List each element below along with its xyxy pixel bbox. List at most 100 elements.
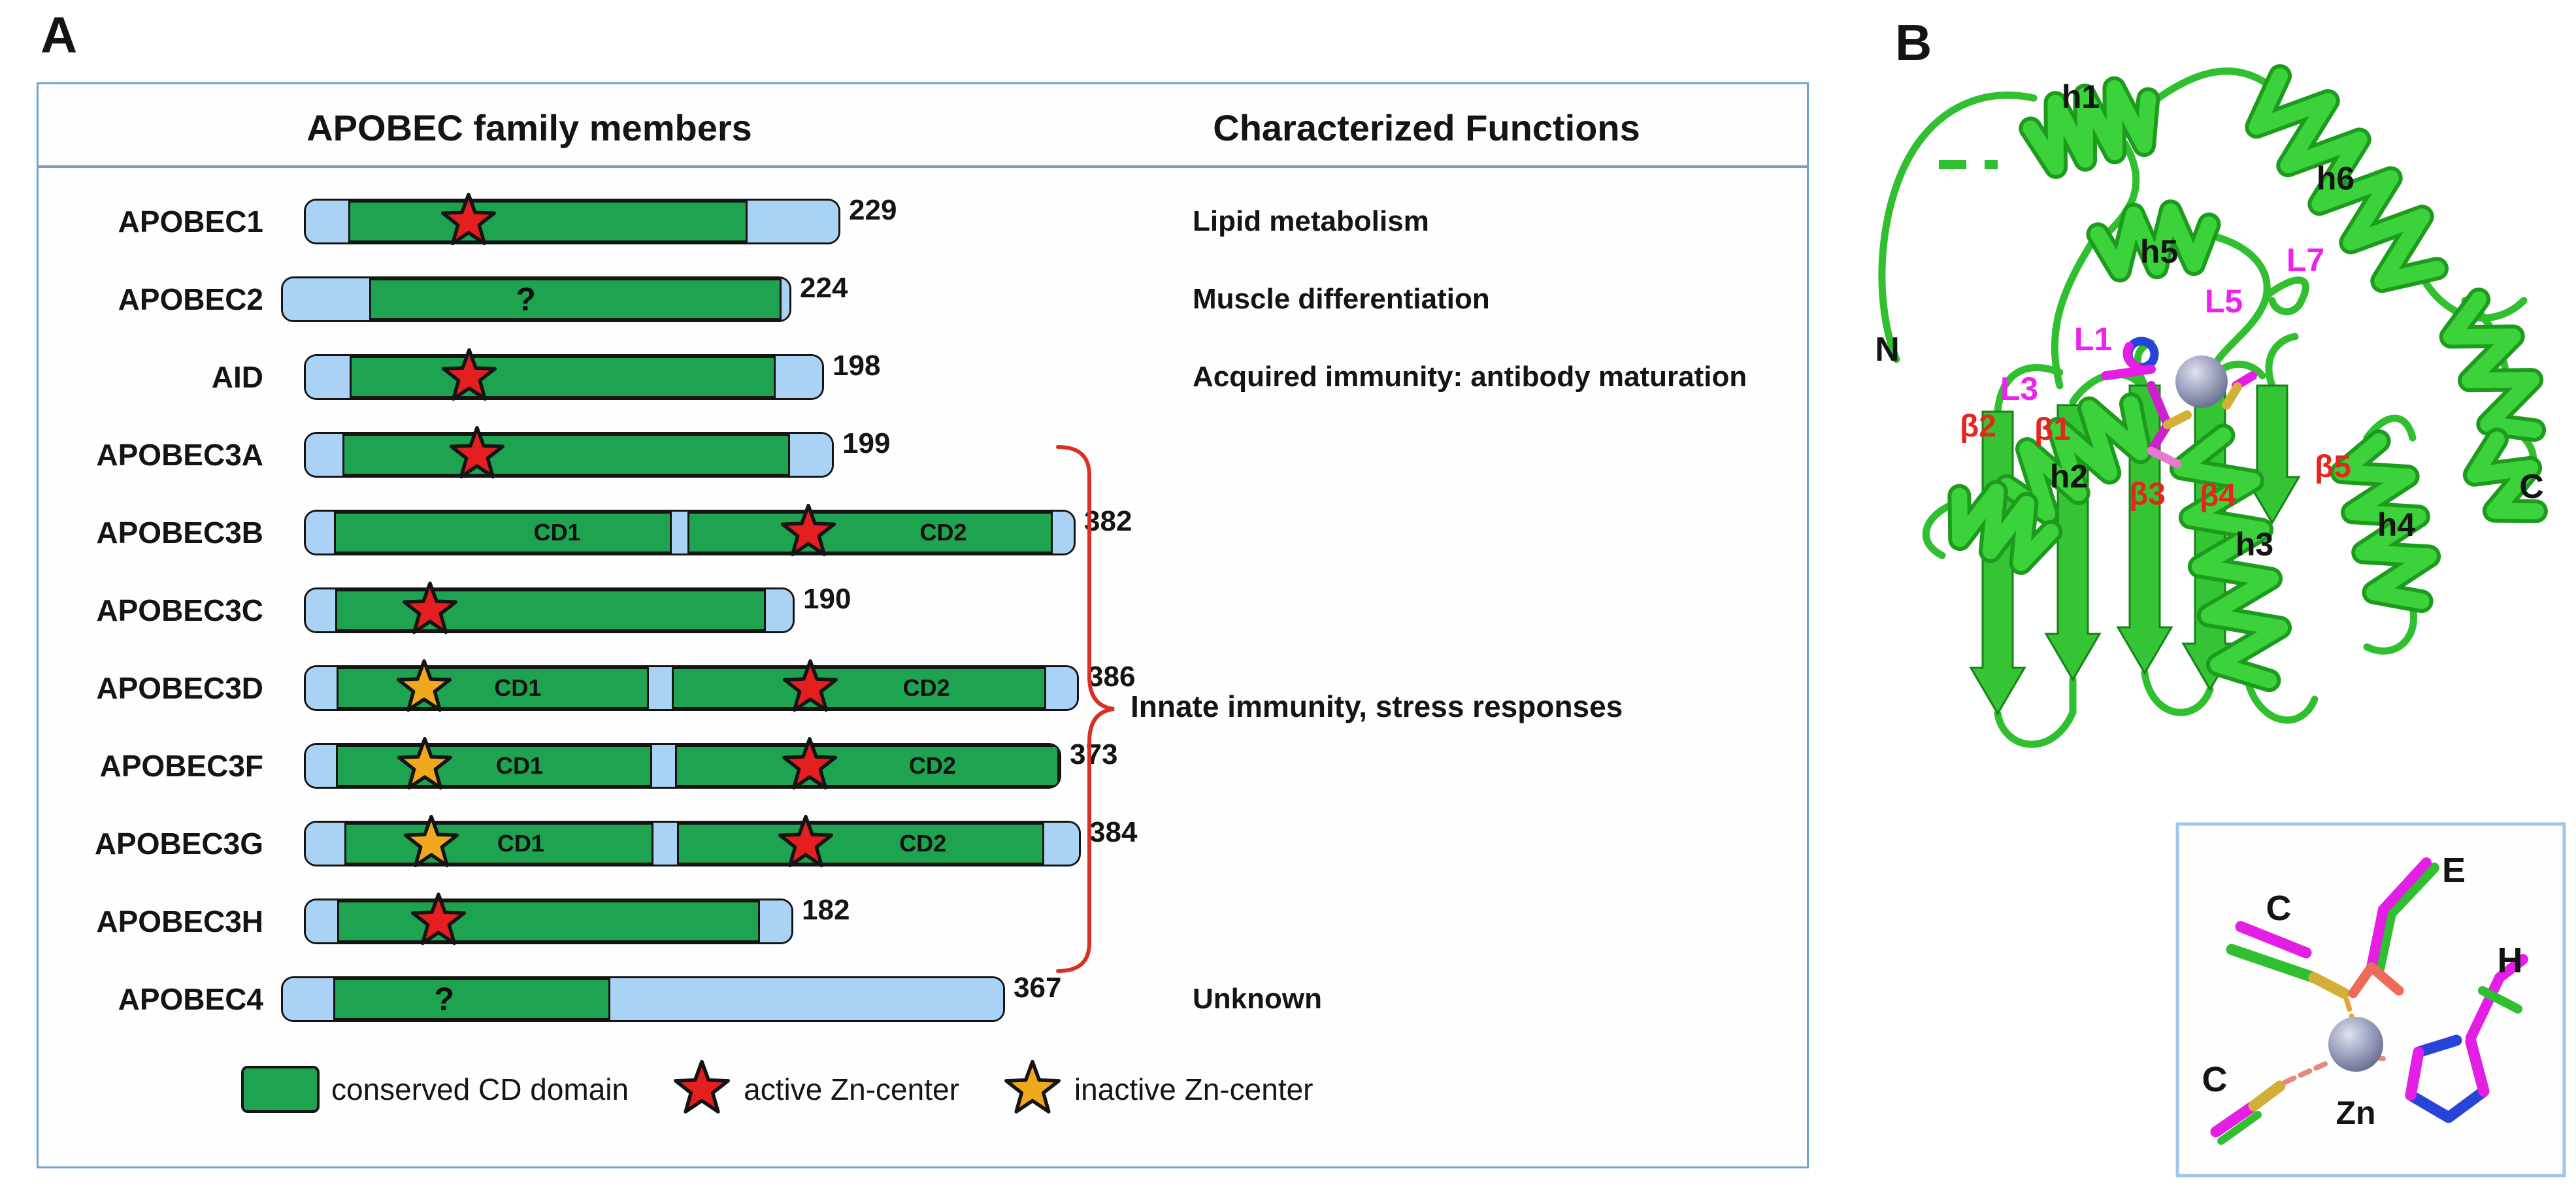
inset-label-cys-top: C: [2266, 889, 2292, 928]
residue-count: 367: [1014, 972, 1062, 1004]
structure-labels: h1 h6 h5 L7 L5 L1 N L3 β2 β1 h2 β3 β4 β5…: [1875, 78, 2544, 563]
residue-count: 198: [833, 350, 881, 382]
linker-segment: [649, 667, 672, 709]
residue-count: 224: [800, 272, 848, 304]
cd-domain-segment: [342, 433, 790, 476]
linker-segment: [672, 511, 687, 553]
residue-count: 386: [1087, 661, 1136, 693]
zn-center-inset: C E H C Zn: [2175, 822, 2566, 1178]
cd-domain-segment: CD1: [337, 667, 650, 709]
domain-bar: CD1 CD2: [306, 659, 1077, 712]
domain-label: CD2: [899, 829, 947, 857]
cd-domain-segment: CD1: [336, 744, 653, 787]
cd-domain-swatch: [241, 1066, 320, 1113]
linker-segment: [306, 355, 350, 398]
apobec-family-table: APOBEC family members Characterized Func…: [37, 82, 1809, 1168]
domain-bar: [306, 892, 791, 945]
residue-count: 199: [842, 427, 891, 459]
linker-segment: [306, 667, 337, 709]
linker-segment: [775, 355, 822, 398]
residue-count: 382: [1084, 505, 1132, 537]
cd-domain-segment: CD1: [334, 511, 672, 553]
linker-segment: [306, 589, 335, 631]
helix-label-h6: h6: [2317, 160, 2354, 197]
table-row: APOBEC3C 190: [39, 571, 1807, 649]
zinc-ion-sphere: [2175, 355, 2228, 408]
cd-domain-segment: [337, 900, 760, 942]
residue-count: 190: [803, 583, 851, 615]
domain-bar: [306, 425, 832, 478]
domain-bar: CD1 CD2: [306, 736, 1059, 789]
legend-label: conserved CD domain: [331, 1072, 629, 1106]
linker-segment: [653, 822, 677, 865]
row-label: APOBEC3F: [99, 748, 263, 783]
domain-bar: [306, 192, 838, 245]
loop-label-l7: L7: [2287, 242, 2324, 278]
helix-label-h5: h5: [2140, 233, 2178, 270]
domain-label: CD2: [902, 674, 950, 701]
inactive-zn-star-icon: [1004, 1059, 1061, 1114]
linker-segment: [1046, 667, 1077, 709]
linker-segment: [766, 589, 793, 631]
legend-label: active Zn-center: [744, 1072, 959, 1106]
linker-segment: [306, 433, 343, 476]
residue-count: 229: [849, 194, 897, 226]
active-site-sticks: [2101, 337, 2257, 469]
linker-segment: [306, 822, 345, 865]
function-label: Lipid metabolism: [1193, 205, 1429, 237]
grouping-brace: [1056, 445, 1115, 973]
linker-segment: [610, 978, 1003, 1020]
linker-segment: [306, 744, 337, 787]
loop-label-l5: L5: [2205, 283, 2243, 320]
linker-segment: [789, 433, 832, 476]
helix-label-h3: h3: [2236, 526, 2273, 563]
cd-domain-segment: CD1: [344, 822, 654, 865]
row-label: APOBEC4: [118, 982, 263, 1016]
strand-label-b3: β3: [2129, 477, 2166, 512]
domain-label: CD1: [533, 518, 581, 546]
inset-label-his: H: [2498, 941, 2523, 980]
panel-b-letter: B: [1895, 14, 1932, 71]
table-row: APOBEC3H 182: [39, 882, 1807, 960]
active-zn-star-icon: [674, 1059, 731, 1114]
panel-a-letter: A: [41, 6, 78, 63]
inset-label-glu: E: [2442, 851, 2466, 890]
linker-segment: [306, 900, 338, 942]
domain-label: CD1: [497, 829, 544, 857]
domain-bar: [306, 348, 822, 401]
linker-segment: [1053, 511, 1074, 553]
cd-domain-segment: [348, 200, 748, 242]
domain-bar: [306, 581, 793, 634]
cd-domain-segment: ?: [333, 978, 611, 1020]
inset-label-cys-bottom: C: [2202, 1060, 2228, 1099]
helix-label-h4: h4: [2377, 506, 2416, 543]
header-divider: [39, 165, 1807, 168]
loop-label-l1: L1: [2074, 321, 2112, 357]
domain-bar: CD1 CD2: [306, 814, 1079, 867]
row-label: APOBEC3B: [96, 515, 263, 550]
function-label: Unknown: [1193, 982, 1322, 1015]
row-label: APOBEC3G: [94, 826, 263, 861]
c-terminus-label: C: [2519, 468, 2544, 506]
protein-ribbon-structure: h1 h6 h5 L7 L5 L1 N L3 β2 β1 h2 β3 β4 β5…: [1875, 64, 2548, 748]
domain-label: CD2: [908, 751, 956, 779]
residue-count: 182: [802, 894, 850, 926]
residue-count: 384: [1089, 816, 1138, 848]
domain-label: CD1: [495, 751, 543, 779]
alpha-helices: [1947, 64, 2548, 693]
legend-label: inactive Zn-center: [1074, 1072, 1313, 1106]
column-header-family: APOBEC family members: [306, 107, 752, 148]
cd-domain-segment: CD2: [674, 744, 1059, 787]
row-label: AID: [211, 359, 263, 394]
row-label: APOBEC2: [118, 282, 263, 316]
linker-segment: [782, 278, 789, 320]
legend: conserved CD domain active Zn-center ina…: [241, 1059, 1357, 1119]
linker-segment: [283, 978, 334, 1020]
